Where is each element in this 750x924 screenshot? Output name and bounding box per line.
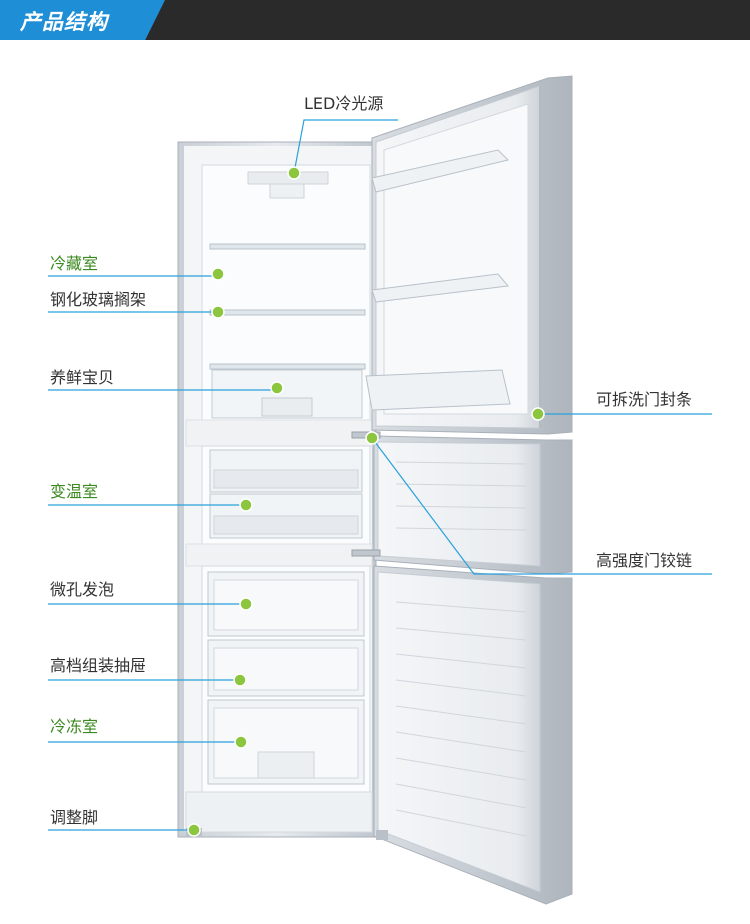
dot-seal [531,407,545,421]
dot-variable [239,498,253,512]
label-fridge: 冷藏室 [50,254,99,273]
dot-foam [239,597,253,611]
middle-door [373,435,573,575]
dot-led [287,166,301,180]
fresh-box [211,369,363,419]
page-title: 产品结构 [20,10,108,34]
dot-shelf [211,305,225,319]
callout-lines [48,119,712,831]
dot-hinge [365,431,379,445]
label-freezer: 冷冻室 [50,717,99,736]
label-glass-shelf: 钢化玻璃搁架 [50,290,147,309]
label-hinge: 高强度门铰链 [596,551,693,570]
lower-door [373,565,573,905]
variable-drawers [209,449,363,539]
label-drawer: 高档组装抽屉 [50,656,147,675]
dot-freezer [234,735,248,749]
label-led: LED冷光源 [304,94,384,113]
dot-fridge [211,267,225,281]
upper-door [365,75,573,435]
label-variable: 变温室 [50,482,99,501]
label-door-seal: 可拆洗门封条 [596,390,693,409]
dot-drawer [233,673,247,687]
label-foot: 调整脚 [50,808,99,827]
callout-dots [187,166,545,837]
dot-fresh [270,381,284,395]
header-tag: 产品结构 [0,0,165,40]
label-fresh-box: 养鲜宝贝 [50,368,115,387]
callout-line-led [293,119,398,174]
dot-foot [187,823,201,837]
led-light [247,171,329,199]
callout-line-hinge [371,437,712,575]
label-foam: 微孔发泡 [50,580,115,599]
